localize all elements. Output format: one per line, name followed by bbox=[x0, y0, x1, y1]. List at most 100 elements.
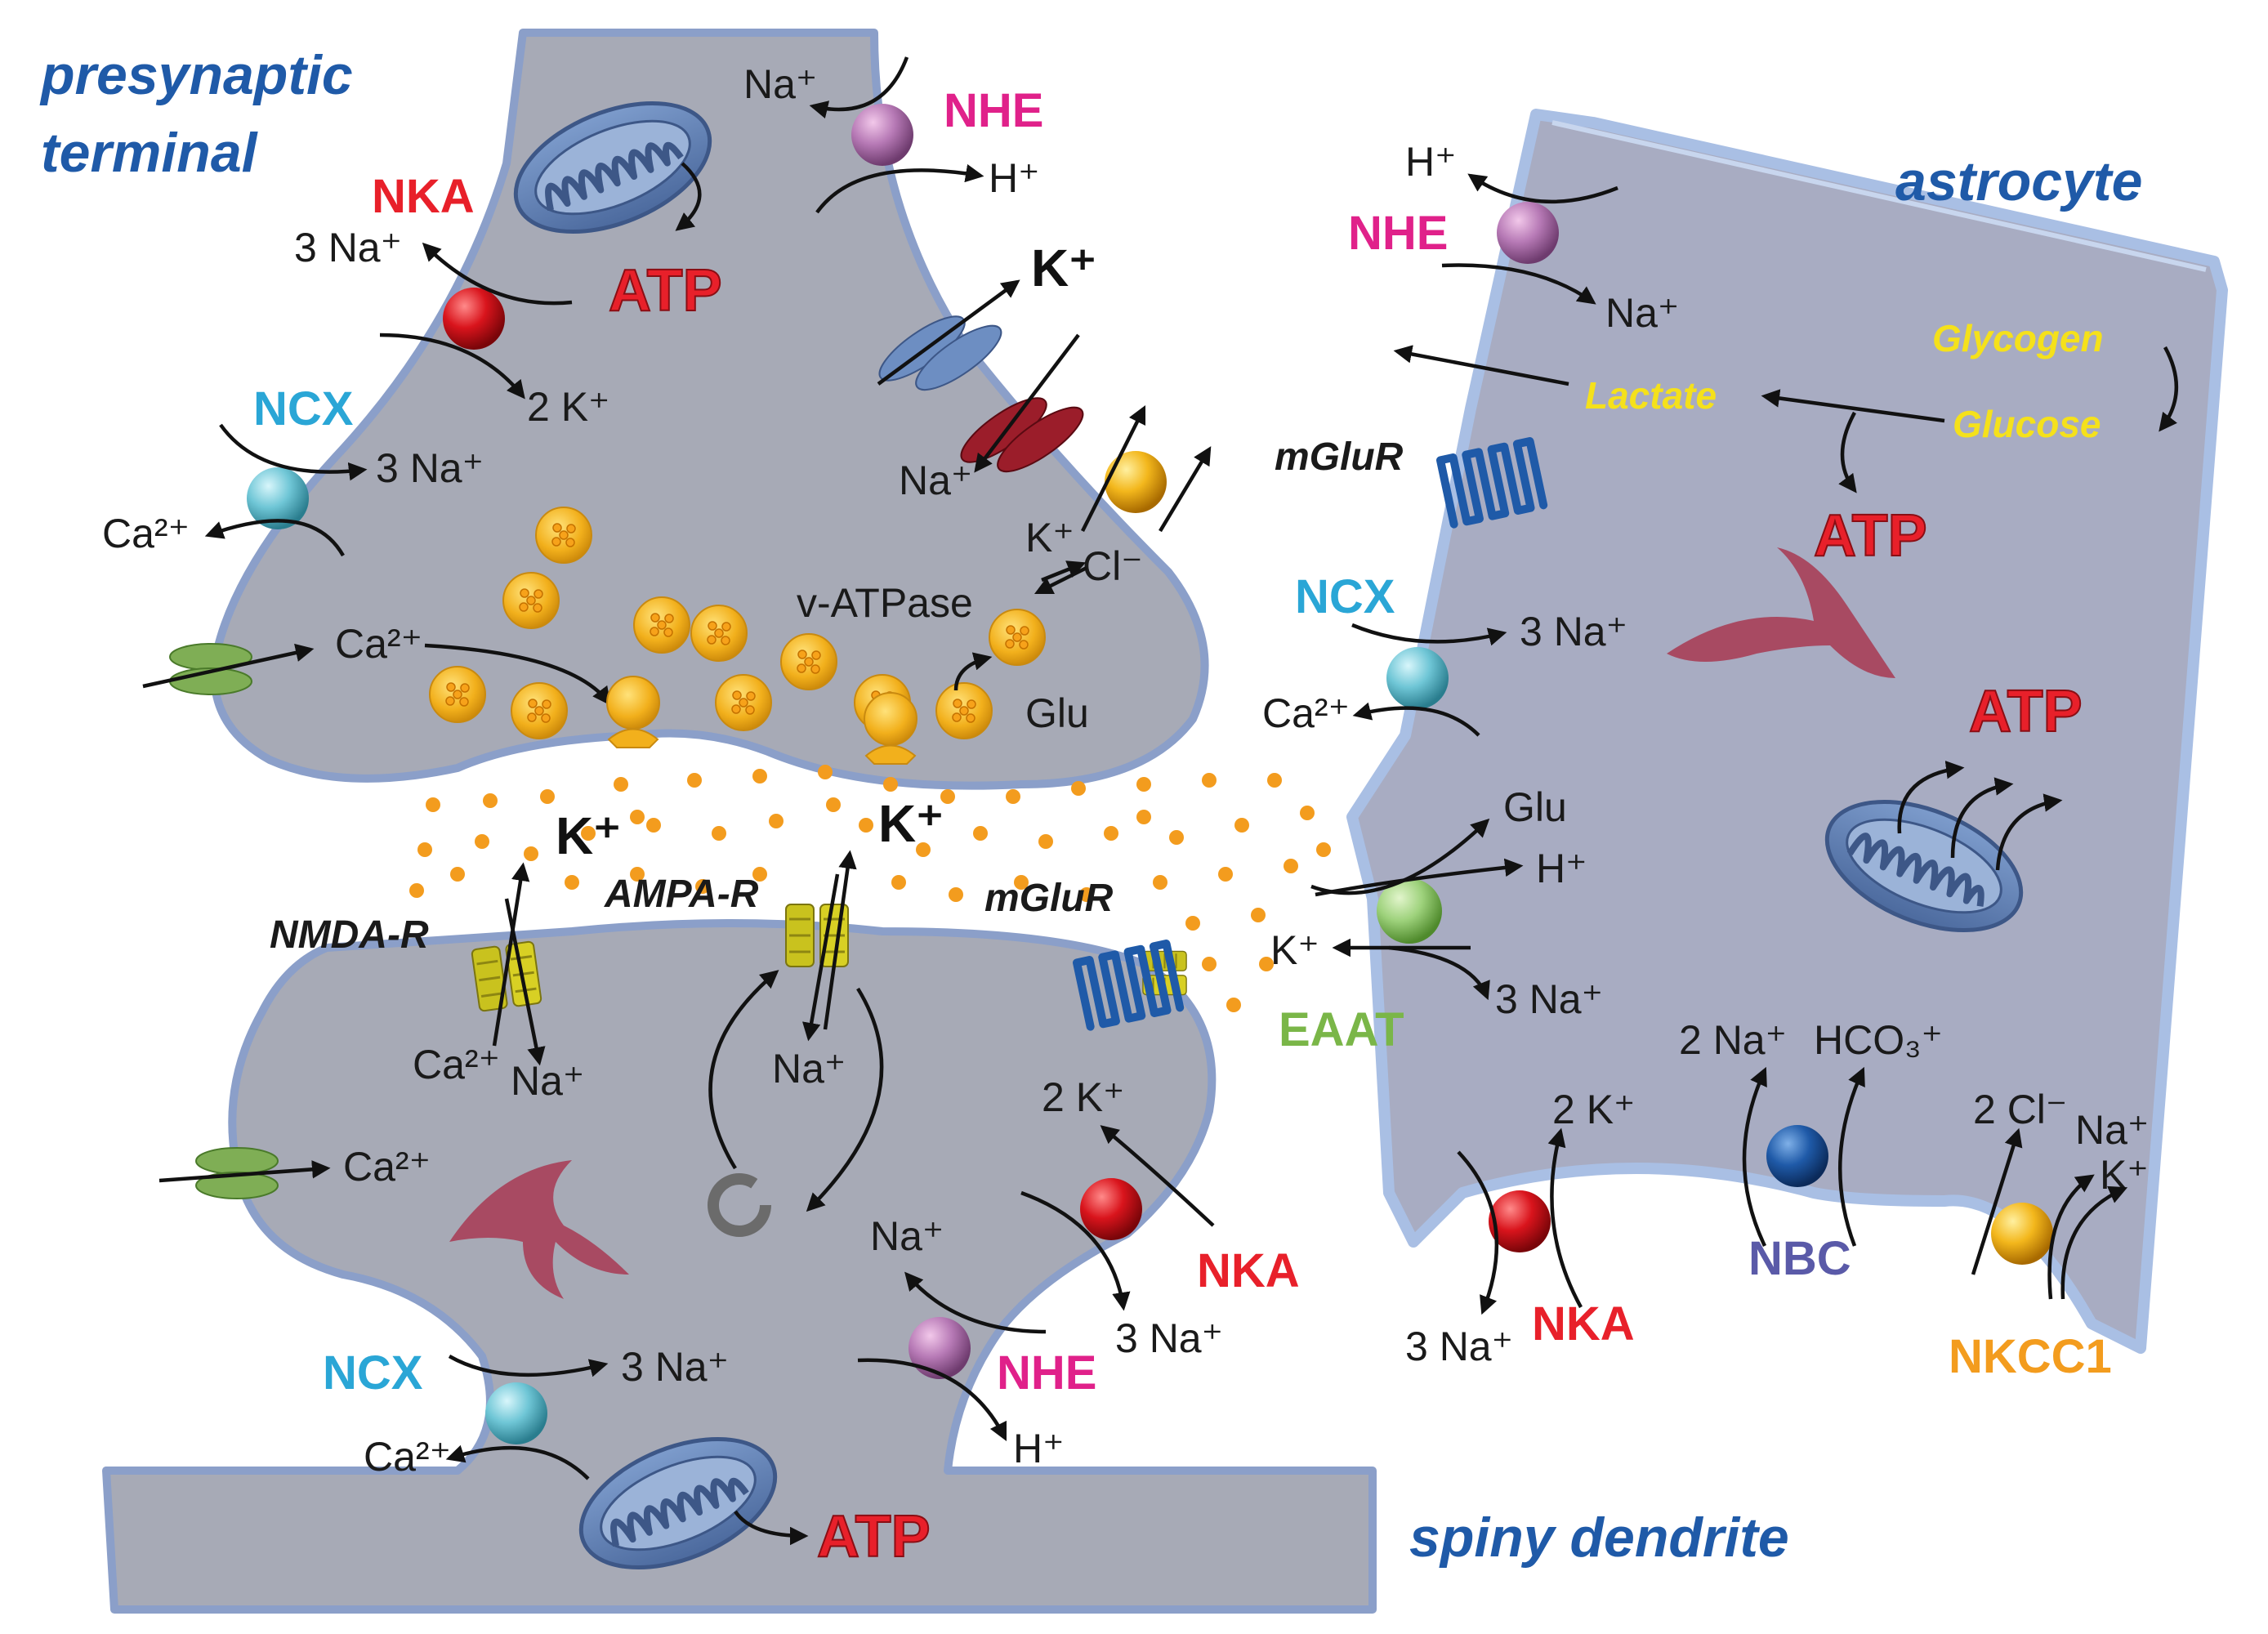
arrow bbox=[708, 970, 779, 1170]
arrow bbox=[734, 1510, 809, 1546]
nmda-receptor-label: NMDA-R bbox=[270, 913, 429, 957]
ion-label: HCO₃⁺ bbox=[1814, 1017, 1943, 1063]
nka-pump-icon bbox=[1080, 1178, 1142, 1240]
ion-label: Ca²⁺ bbox=[343, 1144, 431, 1190]
ion-label: Ca²⁺ bbox=[335, 621, 422, 667]
ncx-label: NCX bbox=[1295, 570, 1395, 623]
glutamate-dot bbox=[1185, 916, 1200, 931]
nka-label: NKA bbox=[372, 170, 475, 223]
nka-pump-icon bbox=[443, 288, 505, 350]
v-atpase-label: v-ATPase bbox=[797, 580, 973, 626]
glutamate-dot bbox=[1218, 867, 1233, 882]
ion-label: H⁺ bbox=[1013, 1426, 1065, 1471]
arrow bbox=[1393, 345, 1569, 386]
glutamate-dot bbox=[1153, 875, 1167, 890]
arrow bbox=[1100, 1125, 1215, 1227]
ion-label: Na⁺ bbox=[870, 1213, 944, 1259]
glutamate-dot bbox=[1071, 781, 1086, 796]
arrow bbox=[1971, 1127, 2023, 1275]
arrow bbox=[1467, 173, 1618, 204]
ion-label: Na⁺ bbox=[511, 1058, 584, 1104]
glutamate-dot bbox=[426, 797, 440, 812]
arrow bbox=[1315, 858, 1524, 897]
glutamate-dot bbox=[891, 875, 906, 890]
arrow bbox=[1742, 1066, 1767, 1247]
arrow bbox=[219, 423, 368, 481]
ion-label: Na⁺ bbox=[899, 458, 972, 503]
arrow bbox=[1388, 945, 1490, 1001]
arrow bbox=[857, 1358, 1007, 1442]
arrow bbox=[1761, 389, 1945, 423]
vesicle-icon bbox=[935, 682, 993, 739]
arrow bbox=[802, 873, 840, 1042]
ion-label: Na⁺ bbox=[1605, 290, 1679, 336]
glutamate-dot bbox=[630, 810, 645, 824]
glutamate-dot bbox=[1267, 773, 1282, 788]
nhe-label: NHE bbox=[997, 1346, 1096, 1400]
presynaptic-title: presynaptic bbox=[39, 44, 353, 106]
arrow bbox=[809, 56, 909, 119]
vesicle-icon bbox=[989, 609, 1046, 666]
nkcc1-transporter-icon bbox=[1991, 1203, 2053, 1265]
ion-label: 2 Na⁺ bbox=[1679, 1017, 1787, 1063]
atp-label: ATP bbox=[1814, 503, 1927, 569]
arrow bbox=[158, 1160, 331, 1183]
ion-label: 2 K⁺ bbox=[1552, 1087, 1635, 1132]
ion-label: Ca²⁺ bbox=[413, 1042, 500, 1087]
arrow bbox=[1457, 1150, 1499, 1315]
presynaptic-title-line2: terminal bbox=[41, 122, 259, 184]
ion-label: 2 K⁺ bbox=[527, 384, 609, 430]
glutamate-dot bbox=[695, 879, 710, 894]
glutamate-dot bbox=[1136, 810, 1151, 824]
arrow bbox=[1897, 761, 1965, 834]
ion-label: 2 K⁺ bbox=[1042, 1074, 1124, 1120]
endosome-icon bbox=[708, 1173, 771, 1237]
nka-label: NKA bbox=[1532, 1297, 1635, 1351]
nka-pump-icon bbox=[1489, 1190, 1551, 1252]
glutamate-dot bbox=[687, 773, 702, 788]
glutamate-dot bbox=[1006, 789, 1020, 804]
ampa-receptor-label: AMPA-R bbox=[604, 873, 759, 916]
arrow bbox=[379, 333, 525, 400]
eaat-label: EAAT bbox=[1279, 1003, 1404, 1056]
vesicle-icon bbox=[502, 572, 560, 629]
arrow bbox=[815, 163, 984, 214]
glu-label: Glu bbox=[1025, 690, 1089, 736]
arrow bbox=[1080, 404, 1146, 533]
nhe-label: NHE bbox=[1348, 207, 1448, 260]
ion-label: 3 Na⁺ bbox=[1405, 1324, 1513, 1369]
glutamate-dot bbox=[973, 826, 988, 841]
arrow bbox=[1159, 446, 1212, 533]
atp-label: ATP bbox=[609, 258, 722, 324]
ion-label: Na⁺ bbox=[772, 1046, 846, 1092]
atp-label: ATP bbox=[817, 1504, 931, 1569]
ion-label: Na⁺ bbox=[2075, 1107, 2149, 1153]
astrocyte-title: astrocyte bbox=[1895, 150, 2142, 212]
glutamate-dot bbox=[1202, 957, 1217, 971]
arrow bbox=[422, 242, 573, 306]
kcc-transporter-icon bbox=[1105, 451, 1167, 513]
glutamate-dot bbox=[630, 867, 645, 882]
arrow bbox=[445, 1444, 590, 1480]
ion-label: Glu bbox=[1503, 784, 1567, 830]
vesicle-icon bbox=[429, 666, 486, 723]
arrow bbox=[904, 1271, 1047, 1334]
vesicle-icon bbox=[633, 596, 690, 654]
glutamate-dot bbox=[940, 789, 955, 804]
glutamate-dot bbox=[949, 887, 963, 902]
glutamate-dot bbox=[826, 797, 841, 812]
glutamate-dot bbox=[1251, 908, 1266, 922]
glutamate-dot bbox=[1202, 773, 1217, 788]
eaat-transporter-icon bbox=[1377, 878, 1442, 944]
arrow bbox=[1034, 565, 1088, 595]
glutamate-dot bbox=[524, 846, 538, 861]
arrow bbox=[1351, 623, 1507, 646]
glutamate-dot bbox=[1136, 777, 1151, 792]
ion-label: 3 Na⁺ bbox=[1115, 1315, 1223, 1361]
ncx-exchanger-icon bbox=[247, 467, 309, 529]
glutamate-dot bbox=[483, 793, 498, 808]
glutamate-dot bbox=[540, 789, 555, 804]
er-organelle-icon bbox=[1667, 547, 1895, 678]
glutamate-dot bbox=[1014, 875, 1029, 890]
dendrite-title: spiny dendrite bbox=[1409, 1507, 1789, 1569]
